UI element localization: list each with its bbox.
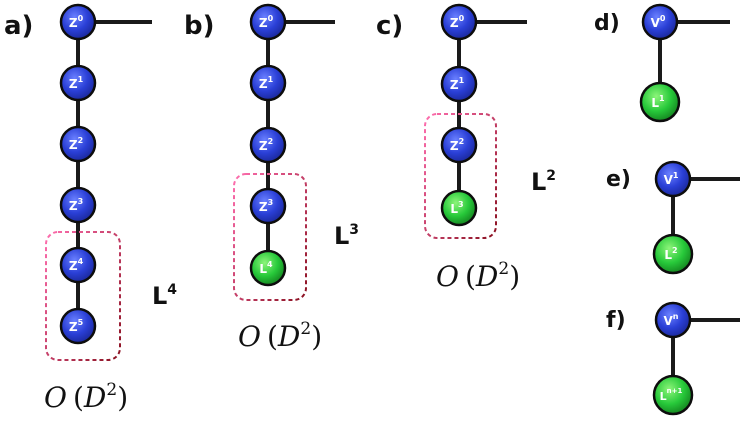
panel-b: b) Z0 Z1 Z2 Z3 L4 L3 O(D2) — [184, 3, 359, 353]
panel-b-side-label: L3 — [334, 222, 359, 250]
svg-text:V1: V1 — [664, 171, 679, 188]
node-b-2: Z2 — [249, 126, 287, 164]
svg-text:L1: L1 — [651, 94, 665, 111]
node-a-0: Z0 — [59, 3, 97, 41]
svg-text:Z3: Z3 — [69, 197, 83, 214]
node-b-3: Z3 — [249, 187, 287, 225]
node-a-4: Z4 — [59, 246, 97, 284]
node-d-0: V0 — [641, 3, 679, 41]
panel-d-label: d) — [594, 11, 620, 36]
panel-c: c) Z0 Z1 Z2 L3 L2 O(D2) — [376, 3, 556, 293]
svg-text:V0: V0 — [651, 14, 666, 31]
node-f-0: Vn — [654, 301, 692, 339]
panel-a-complexity: O(D2) — [44, 380, 128, 414]
svg-text:Z2: Z2 — [69, 136, 83, 153]
node-e-0: V1 — [654, 160, 692, 198]
node-c-2: Z2 — [440, 126, 478, 164]
node-c-3: L3 — [440, 189, 478, 227]
node-d-1: L1 — [639, 81, 681, 123]
node-b-4: L4 — [249, 249, 287, 287]
panel-f: f) Vn Ln+1 — [606, 301, 740, 416]
node-sup: 0 — [78, 14, 84, 23]
node-sup: 3 — [78, 197, 84, 206]
node-label: Z — [69, 138, 78, 152]
node-label: Z — [69, 320, 78, 334]
svg-text:Z4: Z4 — [69, 257, 84, 274]
panel-b-label: b) — [184, 11, 215, 41]
svg-text:Z0: Z0 — [259, 14, 274, 31]
node-b-0: Z0 — [249, 3, 287, 41]
panel-e-label: e) — [606, 167, 631, 192]
panel-a-contraction-box — [45, 231, 121, 361]
node-b-1: Z1 — [249, 64, 287, 102]
node-label: Z — [69, 199, 78, 213]
node-a-5: Z5 — [59, 307, 97, 345]
node-c-0: Z0 — [440, 3, 478, 41]
panel-a-label: a) — [4, 11, 33, 41]
panel-c-side-label: L2 — [531, 168, 556, 196]
node-sup: 2 — [78, 136, 84, 145]
panel-f-label: f) — [606, 308, 626, 333]
panel-c-label: c) — [376, 11, 403, 41]
svg-text:L4: L4 — [259, 260, 273, 277]
svg-text:Z1: Z1 — [69, 75, 84, 92]
panel-c-complexity: O(D2) — [436, 259, 520, 293]
node-f-1: Ln+1 — [652, 374, 694, 416]
svg-text:Z2: Z2 — [259, 137, 273, 154]
svg-text:Z5: Z5 — [69, 318, 84, 335]
panel-a-side-label: L4 — [152, 282, 177, 310]
svg-text:L3: L3 — [450, 200, 463, 217]
panel-a: a) Z0 Z1 Z2 Z3 Z4 Z5 L4 O(D2) — [4, 3, 177, 414]
node-sup: 5 — [78, 318, 84, 327]
svg-text:Z1: Z1 — [450, 76, 465, 93]
node-a-3: Z3 — [59, 186, 97, 224]
node-a-2: Z2 — [59, 125, 97, 163]
panel-d: d) V0 L1 — [594, 3, 730, 123]
svg-text:Z0: Z0 — [69, 14, 84, 31]
node-e-1: L2 — [652, 233, 694, 275]
panel-b-complexity: O(D2) — [238, 319, 322, 353]
svg-text:Z0: Z0 — [450, 14, 465, 31]
node-label: Z — [69, 259, 78, 273]
panel-c-contraction-box — [424, 113, 497, 239]
node-c-1: Z1 — [440, 65, 478, 103]
svg-text:Z3: Z3 — [259, 198, 273, 215]
node-label: Z — [69, 77, 78, 91]
node-sup: 1 — [78, 75, 84, 84]
svg-text:L2: L2 — [664, 246, 677, 263]
node-a-1: Z1 — [59, 64, 97, 102]
svg-text:Ln+1: Ln+1 — [660, 387, 683, 403]
panel-b-contraction-box — [233, 173, 307, 301]
panel-e: e) V1 L2 — [606, 160, 740, 275]
node-label: Z — [69, 16, 78, 30]
svg-text:Z2: Z2 — [450, 137, 464, 154]
node-sup: 4 — [78, 257, 84, 266]
svg-text:Z1: Z1 — [259, 75, 274, 92]
svg-text:Vn: Vn — [664, 312, 679, 329]
